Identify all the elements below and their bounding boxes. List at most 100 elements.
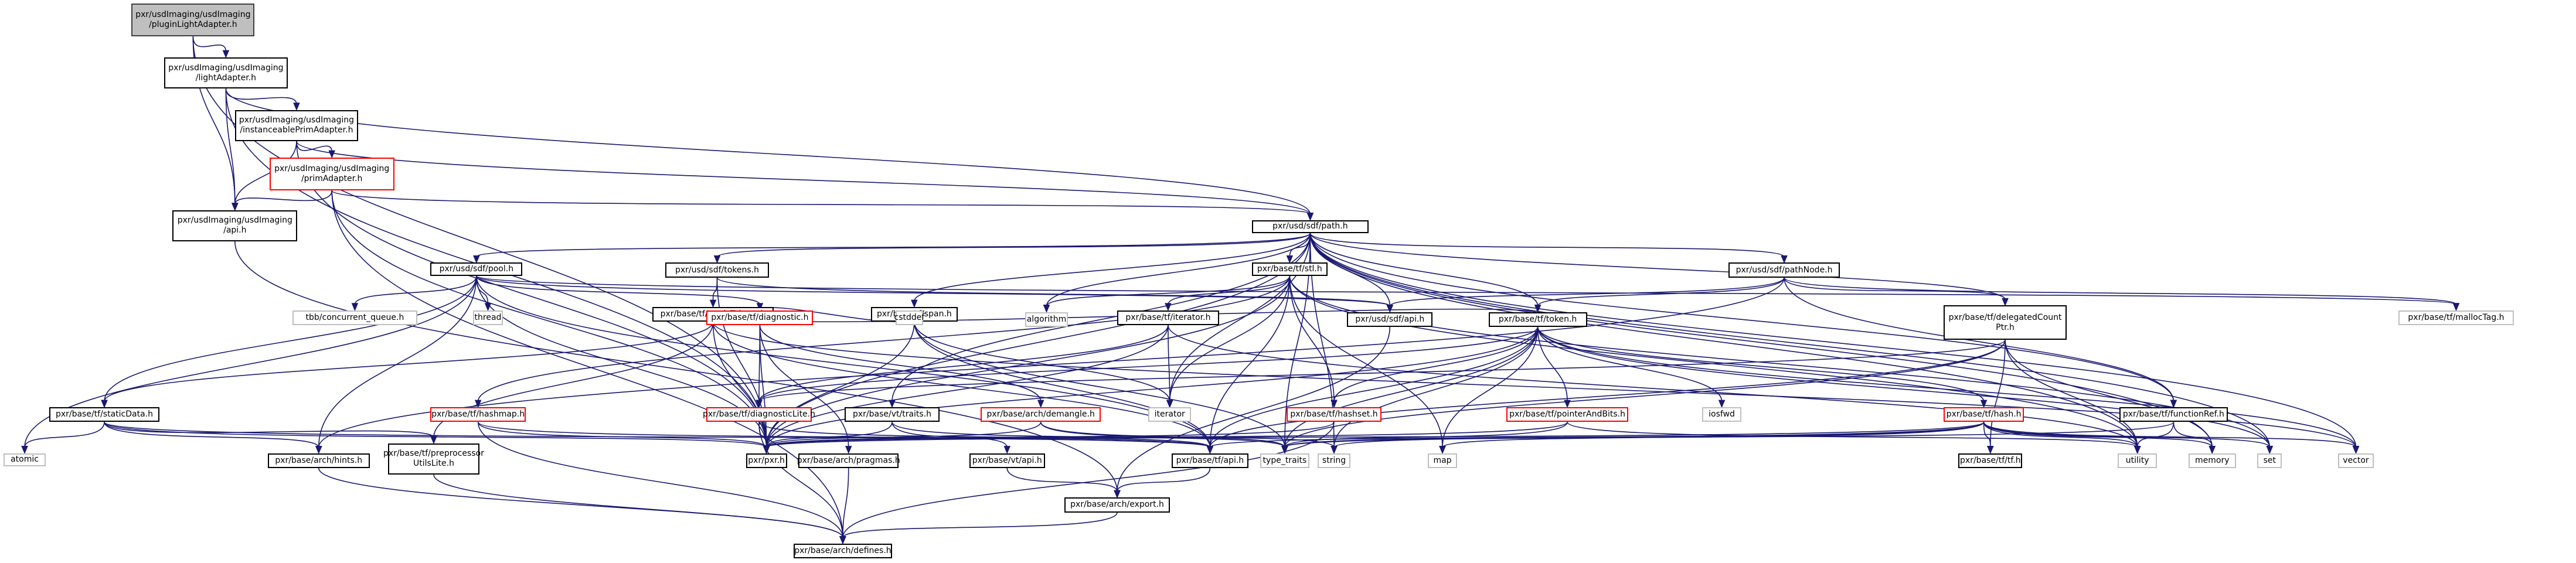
arrowhead-icon — [1987, 446, 1994, 454]
edge-stl-to-iterator — [1169, 275, 1291, 402]
node-vt-traits[interactable]: pxr/base/vt/traits.h — [844, 407, 940, 422]
edge-pragmas-to-defines — [842, 468, 849, 538]
arrowhead-icon — [1330, 446, 1338, 454]
arrowhead-icon — [1330, 400, 1338, 408]
node-hashset[interactable]: pxr/base/tf/hashset.h — [1286, 407, 1382, 422]
edge-hints-to-defines — [318, 468, 843, 538]
node-map[interactable]: map — [1427, 453, 1458, 468]
node-delegated-count-ptr[interactable]: pxr/base/tf/delegatedCount Ptr.h — [1943, 305, 2067, 340]
node-prim-adapter[interactable]: pxr/usdImaging/usdImaging /primAdapter.h — [269, 158, 394, 191]
node-atomic[interactable]: atomic — [3, 453, 46, 467]
edge-pathNode-to-hints — [318, 277, 1785, 448]
node-iterator[interactable]: iterator — [1148, 407, 1192, 422]
edge-sdfPath-to-memory — [1309, 233, 2213, 448]
node-usd-imaging-api[interactable]: pxr/usdImaging/usdImaging /api.h — [172, 210, 298, 242]
node-vector[interactable]: vector — [2337, 453, 2374, 468]
arrowhead-icon — [1206, 446, 1214, 454]
node-stl[interactable]: pxr/base/tf/stl.h — [1251, 262, 1328, 276]
edge-instanceablePrimAdapter-to-sdfPath — [296, 141, 1311, 214]
node-light-adapter[interactable]: pxr/usdImaging/usdImaging /lightAdapter.… — [164, 57, 288, 89]
edge-hash-to-tfApi — [1209, 421, 1985, 448]
edge-token-to-string — [1333, 326, 1539, 448]
edge-pathNode-to-mallocTag — [1784, 277, 2457, 305]
node-tf-iterator[interactable]: pxr/base/tf/iterator.h — [1117, 310, 1219, 325]
node-hash[interactable]: pxr/base/tf/hash.h — [1943, 407, 2024, 422]
node-hints[interactable]: pxr/base/arch/hints.h — [267, 453, 370, 468]
node-hashmap[interactable]: pxr/base/tf/hashmap.h — [430, 407, 526, 422]
node-instanceable-prim-adapter[interactable]: pxr/usdImaging/usdImaging /instanceableP… — [234, 110, 359, 142]
edge-sdfPath-to-utility — [1309, 233, 2138, 448]
node-path-node[interactable]: pxr/usd/sdf/pathNode.h — [1728, 262, 1840, 278]
edge-tfIterator-to-pxr — [765, 325, 1169, 448]
edge-hash-to-set — [1983, 422, 2271, 448]
node-pointer-and-bits[interactable]: pxr/base/tf/pointerAndBits.h — [1506, 407, 1628, 422]
edge-sdfPool-to-concurrentQueue — [354, 275, 477, 305]
arrowhead-icon — [1718, 400, 1726, 408]
edge-pathNode-to-sdfApi — [1389, 277, 1785, 307]
node-vt-api[interactable]: pxr/base/vt/api.h — [969, 453, 1045, 468]
node-memory[interactable]: memory — [2188, 453, 2236, 468]
edge-token-to-map — [1442, 326, 1539, 448]
node-thread[interactable]: thread — [473, 310, 503, 325]
edge-primAdapter-to-pxr — [331, 190, 767, 448]
edge-demangle-to-typeTraits — [1040, 422, 1285, 448]
node-diagnostic[interactable]: pxr/base/tf/diagnostic.h — [706, 310, 814, 325]
node-pragmas[interactable]: pxr/base/arch/pragmas.h — [797, 453, 900, 468]
node-diagnostic-lite[interactable]: pxr/base/tf/diagnosticLite.h — [703, 407, 815, 422]
edge-staticData-to-hints — [104, 422, 319, 448]
arrowhead-icon — [1165, 303, 1172, 312]
node-sdf-pool[interactable]: pxr/usd/sdf/pool.h — [430, 262, 523, 276]
edge-delegatedCountPtr-to-tfApi — [1209, 340, 2006, 448]
node-utility[interactable]: utility — [2118, 453, 2158, 468]
edge-span-to-pxr — [765, 322, 915, 448]
node-pxr[interactable]: pxr/pxr.h — [746, 453, 787, 468]
edge-pluginLightAdapter-to-pxr — [192, 36, 767, 448]
edge-token-to-tfApi — [1209, 326, 1539, 448]
edge-tfIterator-to-diagnosticLite — [758, 325, 1169, 402]
node-static-data[interactable]: pxr/base/tf/staticData.h — [49, 407, 159, 422]
node-string[interactable]: string — [1318, 453, 1351, 468]
node-type-traits[interactable]: type_traits — [1260, 453, 1309, 468]
edge-token-to-pxr — [765, 326, 1539, 448]
node-concurrent-queue[interactable]: tbb/concurrent_queue.h — [292, 310, 417, 325]
edge-stl-to-tfIterator — [1168, 275, 1291, 305]
node-token[interactable]: pxr/base/tf/token.h — [1488, 312, 1587, 327]
node-algorithm[interactable]: algorithm — [1025, 312, 1068, 327]
edge-stl-to-hashset — [1289, 275, 1335, 402]
edge-hash-to-utility — [1983, 422, 2138, 448]
arrowhead-icon — [351, 303, 359, 312]
edge-delegatedCountPtr-to-typeTraits — [1284, 340, 2006, 448]
edge-span-to-typeTraits — [914, 322, 1285, 448]
edge-token-to-diagnosticLite — [758, 326, 1539, 402]
edge-lightAdapter-to-sdfPath — [225, 88, 1311, 214]
node-plugin-light-adapter[interactable]: pxr/usdImaging/usdImaging /pluginLightAd… — [131, 3, 255, 36]
edge-primAdapter-to-sdfPath — [331, 190, 1311, 215]
arrowhead-icon — [2352, 446, 2360, 454]
arrowhead-icon — [1386, 305, 1394, 313]
node-function-ref[interactable]: pxr/base/tf/functionRef.h — [2119, 407, 2228, 422]
edge-sdfPool-to-sdfApi — [476, 275, 1391, 307]
node-tf-api[interactable]: pxr/base/tf/api.h — [1171, 453, 1249, 468]
node-defines[interactable]: pxr/base/arch/defines.h — [793, 543, 893, 558]
node-sdf-path[interactable]: pxr/usd/sdf/path.h — [1251, 220, 1369, 234]
node-cstddef[interactable]: cstddef — [894, 310, 924, 325]
node-demangle[interactable]: pxr/base/arch/demangle.h — [981, 407, 1101, 422]
node-sdf-tokens[interactable]: pxr/usd/sdf/tokens.h — [665, 262, 769, 278]
edge-sdfPool-to-mallocTag — [476, 275, 2457, 305]
node-export[interactable]: pxr/base/arch/export.h — [1064, 497, 1170, 513]
edge-primAdapter-to-defines — [331, 190, 843, 538]
arrowhead-icon — [839, 536, 846, 545]
arrowhead-icon — [1003, 446, 1010, 454]
edge-sdfApi-to-export — [1117, 326, 1391, 492]
node-set[interactable]: set — [2257, 453, 2282, 468]
node-tf[interactable]: pxr/base/tf/tf.h — [1958, 453, 2023, 468]
arrowhead-icon — [756, 303, 764, 312]
node-sdf-api[interactable]: pxr/usd/sdf/api.h — [1347, 312, 1433, 327]
edge-hash-to-memory — [1983, 422, 2213, 448]
node-preprocessor-utils-lite[interactable]: pxr/base/tf/preprocessor UtilsLite.h — [383, 443, 484, 475]
node-iosfwd[interactable]: iosfwd — [1702, 407, 1742, 422]
node-malloc-tag[interactable]: pxr/base/tf/mallocTag.h — [2398, 310, 2514, 325]
arrowhead-icon — [2133, 446, 2141, 454]
arrowhead-icon — [232, 203, 239, 211]
